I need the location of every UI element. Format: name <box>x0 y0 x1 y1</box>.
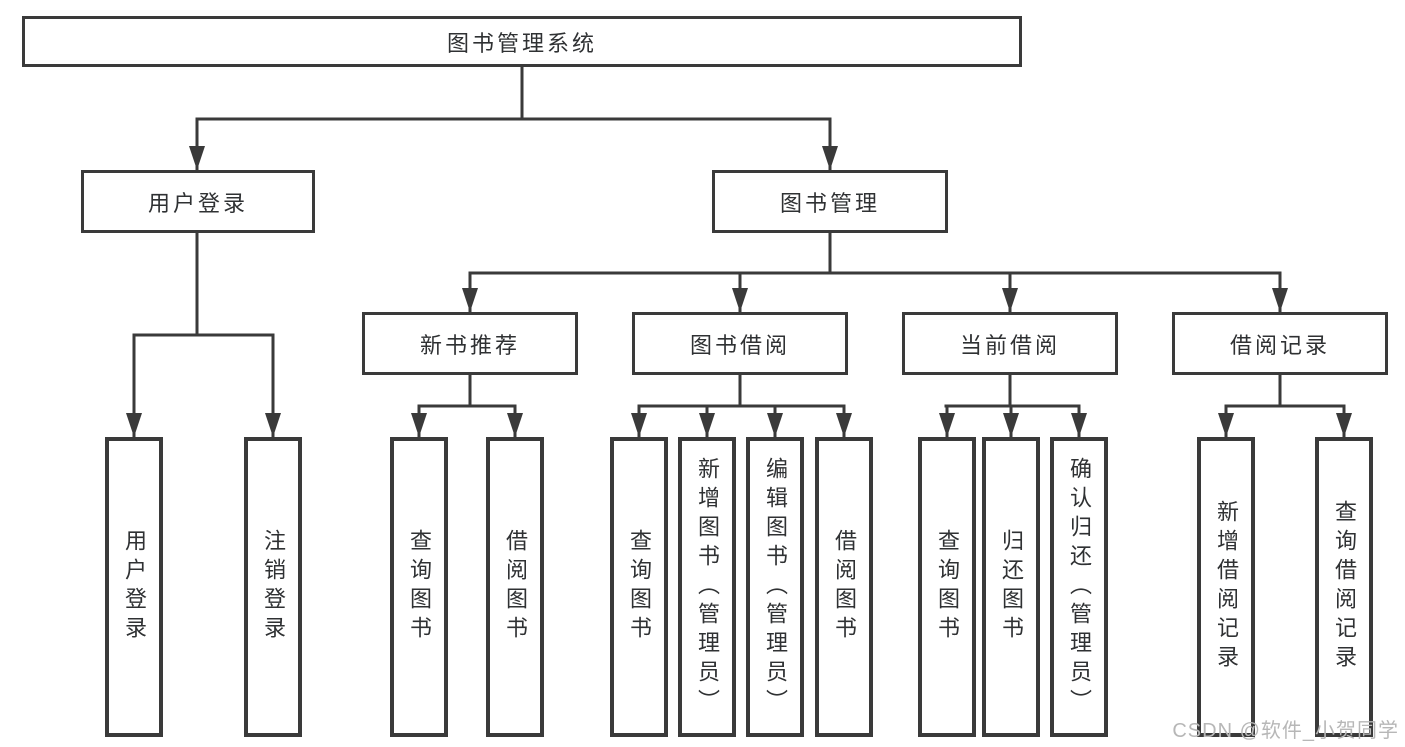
csdn-watermark: CSDN @软件_小贺同学 <box>1172 720 1399 742</box>
leaf-return-books-label: 归还图书 <box>999 529 1024 645</box>
node-book-borrow-label: 图书借阅 <box>689 332 790 358</box>
node-user-login-branch-label: 用户登录 <box>147 190 248 216</box>
node-new-book-recommend-label: 新书推荐 <box>419 332 520 358</box>
leaf-edit-books-admin-label: 编辑图书（管理员） <box>763 456 788 718</box>
leaf-return-books: 归还图书 <box>982 437 1040 737</box>
node-current-borrow: 当前借阅 <box>902 312 1118 375</box>
leaf-logout-label: 注销登录 <box>261 529 286 645</box>
leaf-query-books-3: 查询图书 <box>918 437 976 737</box>
node-book-management: 图书管理 <box>712 170 948 233</box>
leaf-query-borrow-record: 查询借阅记录 <box>1315 437 1373 737</box>
leaf-user-login: 用户登录 <box>105 437 163 737</box>
leaf-borrow-books-2: 借阅图书 <box>815 437 873 737</box>
node-new-book-recommend: 新书推荐 <box>362 312 578 375</box>
leaf-add-borrow-record-label: 新增借阅记录 <box>1214 500 1239 674</box>
leaf-add-books-admin-label: 新增图书（管理员） <box>695 456 720 718</box>
leaf-confirm-return-admin: 确认归还（管理员） <box>1050 437 1108 737</box>
leaf-add-books-admin: 新增图书（管理员） <box>678 437 736 737</box>
leaf-confirm-return-admin-label: 确认归还（管理员） <box>1067 456 1092 718</box>
leaf-query-books-2: 查询图书 <box>610 437 668 737</box>
leaf-user-login-label: 用户登录 <box>122 529 147 645</box>
node-borrow-records-label: 借阅记录 <box>1229 332 1330 358</box>
leaf-logout: 注销登录 <box>244 437 302 737</box>
node-borrow-records: 借阅记录 <box>1172 312 1388 375</box>
node-user-login-branch: 用户登录 <box>81 170 315 233</box>
leaf-query-books-3-label: 查询图书 <box>935 529 960 645</box>
leaf-add-borrow-record: 新增借阅记录 <box>1197 437 1255 737</box>
node-book-borrow: 图书借阅 <box>632 312 848 375</box>
leaf-borrow-books-2-label: 借阅图书 <box>832 529 857 645</box>
node-book-management-label: 图书管理 <box>779 190 880 216</box>
node-root-label: 图书管理系统 <box>446 30 597 56</box>
leaf-query-books-1-label: 查询图书 <box>407 529 432 645</box>
leaf-query-books-1: 查询图书 <box>390 437 448 737</box>
node-root: 图书管理系统 <box>22 16 1022 67</box>
node-current-borrow-label: 当前借阅 <box>959 332 1060 358</box>
leaf-borrow-books-1-label: 借阅图书 <box>503 529 528 645</box>
leaf-edit-books-admin: 编辑图书（管理员） <box>746 437 804 737</box>
leaf-query-books-2-label: 查询图书 <box>627 529 652 645</box>
leaf-query-borrow-record-label: 查询借阅记录 <box>1332 500 1357 674</box>
leaf-borrow-books-1: 借阅图书 <box>486 437 544 737</box>
